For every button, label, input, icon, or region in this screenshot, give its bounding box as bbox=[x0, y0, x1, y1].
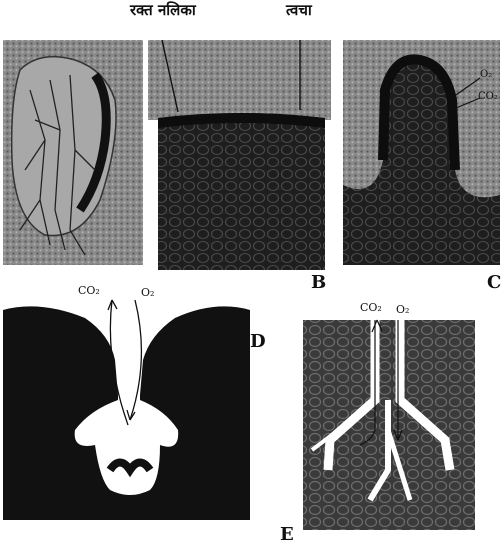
panel-d-lungs bbox=[3, 300, 250, 520]
panel-d-co2-label: CO₂ bbox=[78, 285, 100, 296]
panel-b-skin bbox=[148, 40, 331, 270]
panel-e-o2-label: O₂ bbox=[396, 304, 409, 315]
panel-c-o2-label: O₂ bbox=[480, 70, 492, 80]
skin-label: त्वचा bbox=[286, 3, 312, 18]
panel-e-tracheal-tubes bbox=[303, 320, 475, 530]
panel-c-co2-label: CO₂ bbox=[478, 92, 498, 102]
panel-c-letter: C bbox=[487, 274, 501, 292]
panel-e-co2-label: CO₂ bbox=[360, 302, 382, 313]
panel-a-insect-tracheae bbox=[3, 40, 143, 265]
panel-c-gill bbox=[343, 40, 500, 265]
blood-vessel-label: रक्त नलिका bbox=[130, 3, 196, 18]
panel-b-letter: B bbox=[311, 274, 326, 292]
panel-d-o2-label: O₂ bbox=[141, 287, 154, 298]
panel-e-letter: E bbox=[280, 526, 294, 544]
panel-d-letter: D bbox=[250, 333, 266, 351]
